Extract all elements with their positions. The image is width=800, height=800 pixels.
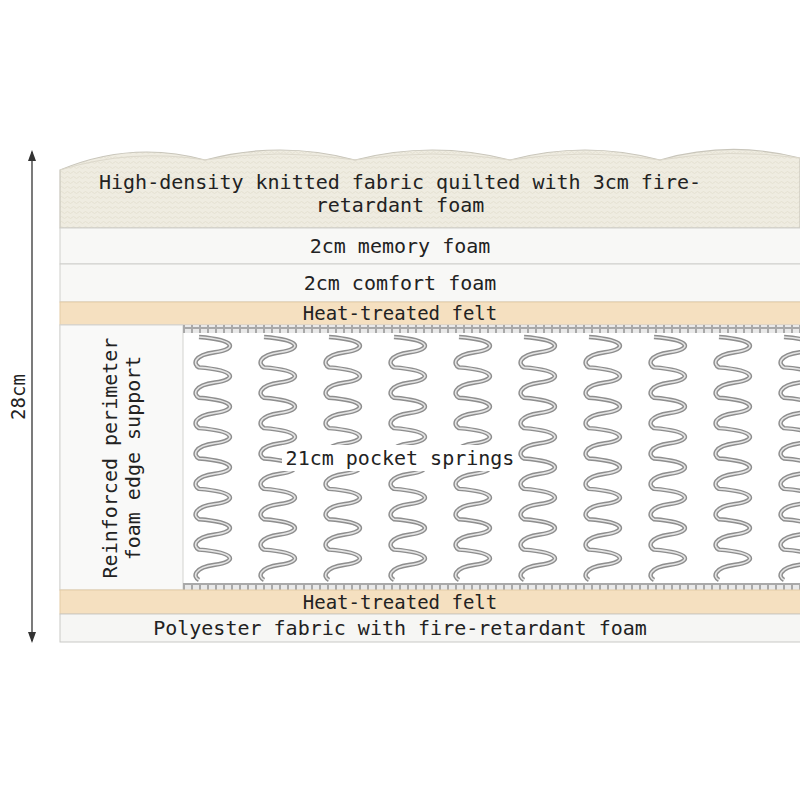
quilted-cover-layer: High-density knitted fabric quilted with… <box>60 160 740 228</box>
layer-label: 2cm memory foam <box>310 235 491 258</box>
spring-highlight <box>781 337 800 580</box>
pocket-spring <box>716 337 750 580</box>
spring-highlight <box>651 337 685 580</box>
layer-label: Heat-treated felt <box>303 303 497 324</box>
layer-label: Heat-treated felt <box>303 592 497 613</box>
memory-foam-layer: 2cm memory foam <box>60 228 740 264</box>
spring-highlight <box>196 337 230 580</box>
pocket-spring <box>586 337 620 580</box>
pocket-spring <box>521 337 555 580</box>
comfort-foam-layer: 2cm comfort foam <box>60 264 740 302</box>
polyester-base-layer: Polyester fabric with fire-retardant foa… <box>60 614 740 642</box>
spring-highlight <box>716 337 750 580</box>
layer-label: 21cm pocket springs <box>282 445 519 471</box>
layer-label: Polyester fabric with fire-retardant foa… <box>153 617 647 640</box>
felt-layer: Heat-treated felt <box>60 590 740 614</box>
spring-highlight <box>521 337 555 580</box>
perimeter-edge-support: Reinforced perimeter foam edge support <box>60 325 183 590</box>
layer-label: Reinforced perimeter foam edge support <box>99 329 145 587</box>
layer-label: 2cm comfort foam <box>304 272 497 295</box>
pocket-spring-layer: 21cm pocket springs <box>183 333 617 583</box>
pocket-spring <box>196 337 230 580</box>
pocket-spring <box>651 337 685 580</box>
pocket-spring <box>781 337 800 580</box>
label-holder: 21cm pocket springs <box>282 447 519 470</box>
felt-layer: Heat-treated felt <box>60 302 740 325</box>
layer-label: High-density knitted fabric quilted with… <box>64 171 736 217</box>
spring-highlight <box>586 337 620 580</box>
dimension-label: 28cm <box>7 374 29 420</box>
